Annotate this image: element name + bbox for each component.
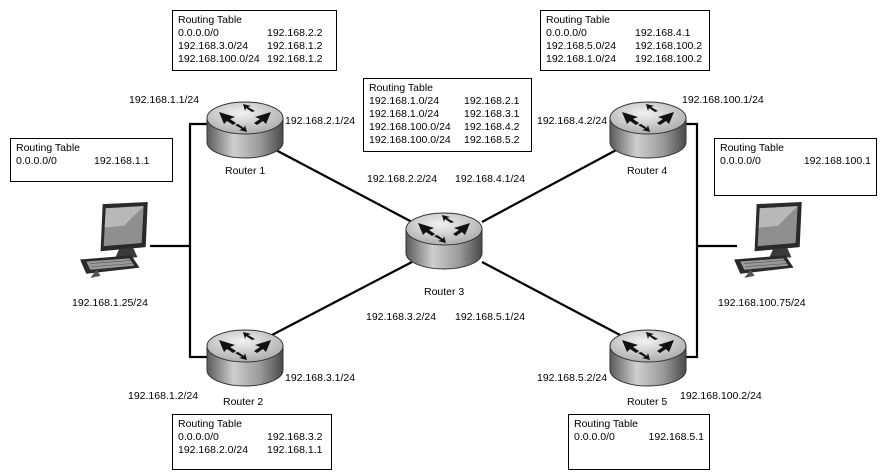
route-destination: 0.0.0.0/0 [16,155,57,167]
link-r3-r4 [481,147,621,223]
table-row: 0.0.0.0/0 192.168.5.1 [574,431,704,444]
table-row: 192.168.2.0/24 192.168.1.1 [178,444,326,457]
table-row: 0.0.0.0/0 192.168.100.1 [720,155,871,168]
route-next-hop: 192.168.3.2 [267,431,323,443]
router-1-icon [206,101,284,159]
table-row: 192.168.100.0/24 192.168.5.2 [369,134,526,147]
routing-table-host-left: Routing Table 0.0.0.0/0 192.168.1.1 [10,138,173,182]
route-next-hop: 192.168.2.1 [464,95,520,107]
table-row: 0.0.0.0/0 192.168.4.1 [546,27,704,40]
router-4-label: Router 4 [627,165,668,177]
router-3-label: Router 3 [424,286,465,298]
route-next-hop: 192.168.100.1 [803,155,871,167]
r3-interface-ip-bottom-left: 192.168.3.2/24 [366,311,437,323]
routing-table-r2: Routing Table 0.0.0.0/0 192.168.3.2 192.1… [172,414,332,470]
host-left-computer-icon [79,201,149,279]
link-r3-r5 [481,261,621,336]
route-next-hop: 192.168.3.1 [464,108,520,120]
table-row: 192.168.1.0/24 192.168.2.1 [369,95,526,108]
route-destination: 0.0.0.0/0 [178,431,219,443]
host-left-ip: 192.168.1.25/24 [72,297,148,309]
host-right-computer-icon [733,201,803,279]
route-next-hop: 192.168.1.2 [267,40,323,52]
router-2-label: Router 2 [223,396,264,408]
routing-table-r5: Routing Table 0.0.0.0/0 192.168.5.1 [568,414,710,470]
link-host-left-r1 [150,122,212,248]
r2-interface-ip-left: 192.168.1.2/24 [128,390,199,402]
router-4-icon [609,101,687,159]
table-row: 0.0.0.0/0 192.168.1.1 [16,155,167,168]
table-row: 192.168.100.0/24 192.168.4.2 [369,121,526,134]
route-destination: 192.168.3.0/24 [178,40,249,52]
route-next-hop: 192.168.4.1 [635,27,691,39]
route-destination: 192.168.1.0/24 [369,108,440,120]
route-next-hop: 192.168.5.2 [464,134,520,146]
routing-table-r4: Routing Table 0.0.0.0/0 192.168.4.1 192.1… [540,10,710,71]
link-r2-r3 [271,261,413,336]
r5-interface-ip-left: 192.168.5.2/24 [537,372,608,384]
r5-interface-ip-right: 192.168.100.2/24 [680,390,762,402]
route-destination: 0.0.0.0/0 [178,27,219,39]
table-row: 0.0.0.0/0 192.168.3.2 [178,431,326,444]
r1-interface-ip-right: 192.168.2.1/24 [285,115,356,127]
router-3-icon [405,212,483,270]
routing-table-title: Routing Table [720,142,785,154]
table-row: 0.0.0.0/0 192.168.2.2 [178,27,331,40]
router-1-label: Router 1 [225,165,266,177]
routing-table-title: Routing Table [178,418,243,430]
table-row: 192.168.1.0/24 192.168.100.2 [546,53,704,66]
host-right-ip: 192.168.100.75/24 [718,297,806,309]
routing-table-title: Routing Table [574,418,639,430]
route-destination: 192.168.100.0/24 [369,134,451,146]
r3-interface-ip-bottom-right: 192.168.5.1/24 [455,311,526,323]
route-destination: 0.0.0.0/0 [720,155,761,167]
routing-table-title: Routing Table [369,82,434,94]
route-next-hop: 192.168.5.1 [648,431,704,443]
route-destination: 0.0.0.0/0 [546,27,587,39]
route-destination: 0.0.0.0/0 [574,431,615,443]
route-next-hop: 192.168.2.2 [267,27,323,39]
link-r1-r2-vertical [188,246,212,359]
router-5-icon [609,329,687,387]
route-next-hop: 192.168.1.2 [267,53,323,65]
router-5-label: Router 5 [627,396,668,408]
table-row: 192.168.1.0/24 192.168.3.1 [369,108,526,121]
table-row: 192.168.5.0/24 192.168.100.2 [546,40,704,53]
routing-table-title: Routing Table [178,14,243,26]
routing-table-host-right: Routing Table 0.0.0.0/0 192.168.100.1 [714,138,877,196]
r2-interface-ip-right: 192.168.3.1/24 [285,372,356,384]
table-row: 192.168.100.0/24 192.168.1.2 [178,53,331,66]
route-destination: 192.168.1.0/24 [369,95,440,107]
route-next-hop: 192.168.1.1 [94,155,150,167]
r3-interface-ip-top-right: 192.168.4.1/24 [455,173,526,185]
router-2-icon [206,329,284,387]
routing-table-title: Routing Table [546,14,611,26]
route-destination: 192.168.1.0/24 [546,53,617,65]
route-destination: 192.168.2.0/24 [178,444,249,456]
route-destination: 192.168.100.0/24 [178,53,260,65]
route-next-hop: 192.168.100.2 [635,53,703,65]
route-next-hop: 192.168.100.2 [635,40,703,52]
route-destination: 192.168.5.0/24 [546,40,617,52]
table-row: 192.168.3.0/24 192.168.1.2 [178,40,331,53]
route-destination: 192.168.100.0/24 [369,121,451,133]
r4-interface-ip-left: 192.168.4.2/24 [537,115,608,127]
r1-interface-ip-left: 192.168.1.1/24 [129,94,200,106]
link-r1-r3 [271,147,413,223]
routing-table-r1: Routing Table 0.0.0.0/0 192.168.2.2 192.1… [172,10,337,71]
r3-interface-ip-top-left: 192.168.2.2/24 [367,173,438,185]
r4-interface-ip-right: 192.168.100.1/24 [682,94,764,106]
routing-table-title: Routing Table [16,142,81,154]
route-next-hop: 192.168.4.2 [464,121,520,133]
route-next-hop: 192.168.1.1 [267,444,323,456]
